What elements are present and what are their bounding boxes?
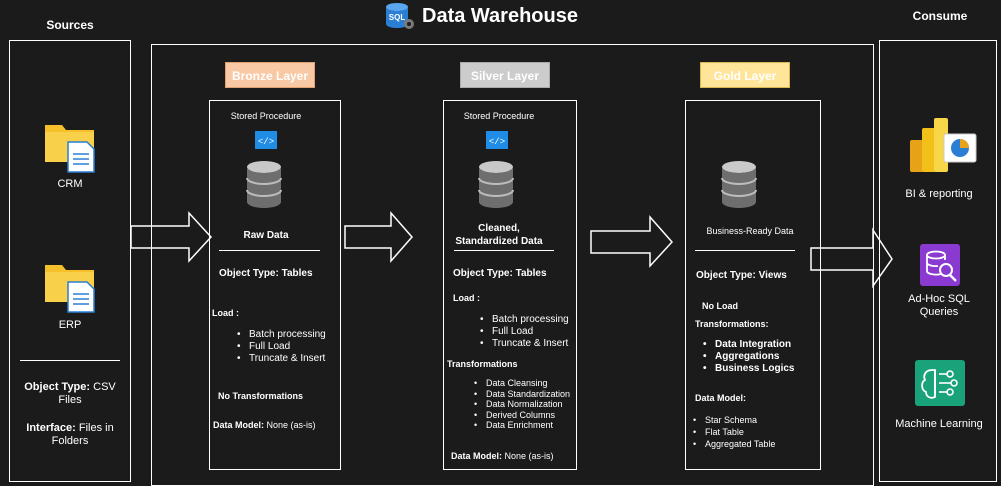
sql-database-icon: SQL xyxy=(386,3,414,29)
sources-header: Sources xyxy=(46,18,94,32)
gold-object-type-key: Object Type: xyxy=(696,270,756,281)
gold-no-load: No Load xyxy=(702,301,738,311)
silver-layer-box xyxy=(443,100,577,470)
list-item: Data Normalization xyxy=(474,399,570,410)
bronze-transformations: No Transformations xyxy=(218,391,304,401)
list-item: Truncate & Insert xyxy=(237,353,326,365)
object-type-key: Object Type: xyxy=(24,381,91,393)
list-item: Full Load xyxy=(480,326,569,338)
bronze-database-icon xyxy=(246,161,282,208)
bronze-divider xyxy=(219,250,320,251)
bronze-data-model: Data Model: None (as-is) xyxy=(213,420,316,430)
adhoc-sql-label-2: Queries xyxy=(919,306,959,318)
silver-database-icon xyxy=(478,161,514,208)
page-title-group: SQL Data Warehouse xyxy=(384,2,604,32)
bronze-object-type: Object Type: Tables xyxy=(219,268,313,279)
silver-object-type-value: Tables xyxy=(515,268,547,279)
gold-divider xyxy=(695,250,795,251)
interface-key: Interface: xyxy=(26,422,76,434)
bronze-layer-box xyxy=(209,100,341,470)
list-item: Aggregated Table xyxy=(693,438,775,450)
sources-divider xyxy=(20,360,120,361)
silver-stored-procedure-icon: </> xyxy=(486,131,508,149)
silver-data-label-1: Cleaned, xyxy=(478,223,520,234)
sql-query-icon xyxy=(920,244,960,286)
gold-object-type: Object Type: Views xyxy=(696,270,787,281)
gold-transformations-list: Data Integration Aggregations Business L… xyxy=(703,339,794,375)
list-item: Data Cleansing xyxy=(474,378,570,389)
bronze-object-type-value: Tables xyxy=(281,268,313,279)
list-item: Data Standardization xyxy=(474,389,570,400)
arrow-sources-to-bronze xyxy=(130,211,213,263)
silver-object-type-key: Object Type: xyxy=(453,268,513,279)
bi-reporting-label: BI & reporting xyxy=(905,188,973,200)
list-item: Data Integration xyxy=(703,339,794,351)
silver-data-model-value: None (as-is) xyxy=(504,451,554,461)
gold-transformations-label: Transformations: xyxy=(695,319,769,329)
crm-label: CRM xyxy=(57,178,83,190)
sql-icon-text: SQL xyxy=(389,13,406,22)
consume-panel xyxy=(879,40,997,482)
consume-header: Consume xyxy=(912,9,968,23)
list-item: Truncate & Insert xyxy=(480,338,569,350)
gold-data-model-list: Star Schema Flat Table Aggregated Table xyxy=(693,414,775,450)
list-item: Aggregations xyxy=(703,351,794,363)
arrow-gold-to-consume xyxy=(810,227,893,289)
bronze-layer-tag: Bronze Layer xyxy=(225,62,315,88)
list-item: Star Schema xyxy=(693,414,775,426)
svg-text:</>: </> xyxy=(258,137,274,147)
sources-interface: Interface: Files in Folders xyxy=(10,422,130,448)
silver-transformations-label: Transformations xyxy=(447,359,518,369)
list-item: Batch processing xyxy=(480,314,569,326)
silver-data-label-2: Standardized Data xyxy=(455,236,543,247)
list-item: Data Enrichment xyxy=(474,420,570,431)
crm-folder-icon xyxy=(45,125,95,173)
gold-data-label: Business-Ready Data xyxy=(706,226,794,236)
bronze-stored-procedure: Stored Procedure xyxy=(230,111,302,121)
bronze-stored-procedure-icon: </> xyxy=(255,131,277,149)
gold-layer-tag: Gold Layer xyxy=(700,62,790,88)
power-bi-icon xyxy=(910,118,977,172)
object-type-value: CSV xyxy=(93,381,116,393)
bronze-data-model-value: None (as-is) xyxy=(266,420,316,430)
gold-data-model-label: Data Model: xyxy=(695,393,747,403)
silver-load-label: Load : xyxy=(453,293,480,303)
list-item: Derived Columns xyxy=(474,410,570,421)
sources-panel xyxy=(9,40,131,482)
erp-folder-icon xyxy=(45,265,95,313)
silver-transformations-list: Data Cleansing Data Standardization Data… xyxy=(474,378,570,431)
arrow-bronze-to-silver xyxy=(344,211,413,263)
machine-learning-label: Machine Learning xyxy=(895,418,983,430)
list-item: Flat Table xyxy=(693,426,775,438)
svg-text:</>: </> xyxy=(489,137,505,147)
page-title: Data Warehouse xyxy=(422,5,578,27)
interface-value-2: Folders xyxy=(51,435,89,447)
interface-value: Files in xyxy=(78,422,114,434)
object-type-value-2: Files xyxy=(58,394,82,406)
bronze-data-label: Raw Data xyxy=(243,230,289,241)
silver-data-model: Data Model: None (as-is) xyxy=(451,451,554,461)
gold-database-icon xyxy=(721,161,757,208)
gold-layer-box xyxy=(685,100,821,470)
silver-layer-tag: Silver Layer xyxy=(460,62,550,88)
list-item: Full Load xyxy=(237,341,326,353)
erp-label: ERP xyxy=(58,319,82,331)
silver-load-list: Batch processing Full Load Truncate & In… xyxy=(480,314,569,350)
machine-learning-icon xyxy=(915,360,965,406)
sources-object-type: Object Type: CSV Files xyxy=(10,381,130,407)
adhoc-sql-label: Ad-Hoc SQL xyxy=(908,293,970,305)
bronze-data-model-key: Data Model: xyxy=(213,420,265,430)
gold-object-type-value: Views xyxy=(758,270,787,281)
silver-data-model-key: Data Model: xyxy=(451,451,503,461)
arrow-silver-to-gold xyxy=(590,215,674,268)
silver-stored-procedure: Stored Procedure xyxy=(463,111,535,121)
silver-divider xyxy=(454,250,554,251)
list-item: Batch processing xyxy=(237,329,326,341)
list-item: Business Logics xyxy=(703,363,794,375)
bronze-load-list: Batch processing Full Load Truncate & In… xyxy=(237,329,326,365)
silver-object-type: Object Type: Tables xyxy=(453,268,547,279)
bronze-load-label: Load : xyxy=(212,308,239,318)
bronze-object-type-key: Object Type: xyxy=(219,268,279,279)
